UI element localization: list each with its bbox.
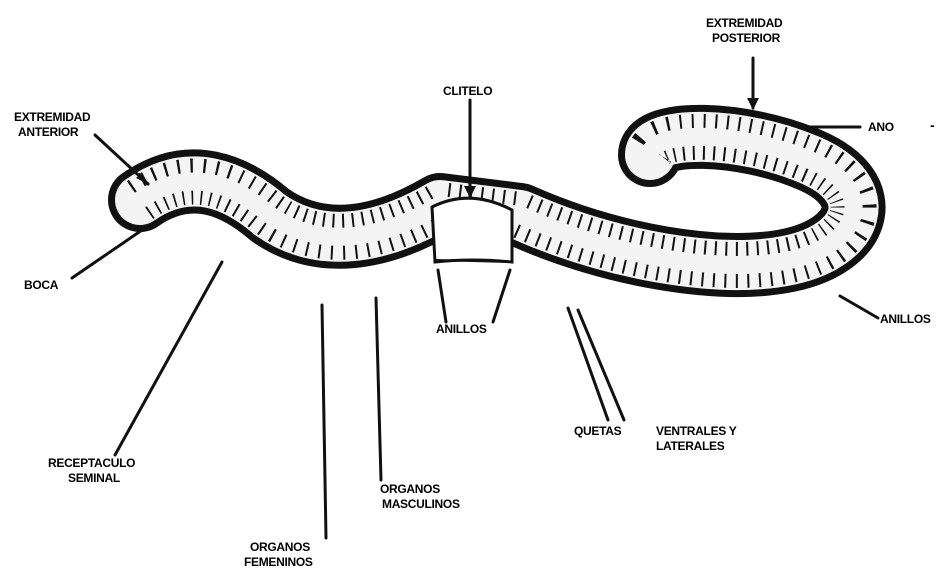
label-ventrales-line2: LATERALES	[656, 439, 737, 454]
label-extremidad-posterior-line1: EXTREMIDAD	[706, 16, 782, 31]
label-organos-femeninos: ORGANOS FEMENINOS	[244, 540, 313, 570]
leader-femeninos	[322, 305, 326, 538]
label-clitelo: CLITELO	[443, 84, 492, 99]
label-receptaculo-line2: SEMINAL	[48, 471, 135, 486]
label-ano: ANO	[868, 120, 894, 135]
label-extremidad-posterior-line2: POSTERIOR	[706, 31, 782, 46]
label-extremidad-posterior: EXTREMIDAD POSTERIOR	[706, 16, 782, 46]
label-masculinos-line2: MASCULINOS	[380, 497, 460, 512]
label-receptaculo-seminal: RECEPTACULO SEMINAL	[48, 456, 135, 486]
label-ventrales-line1: VENTRALES Y	[656, 424, 737, 439]
label-quetas: QUETAS	[574, 424, 621, 439]
label-organos-masculinos: ORGANOS MASCULINOS	[380, 482, 460, 512]
stray-mark: -	[930, 117, 935, 133]
clitellum	[432, 198, 512, 262]
leader-masculinos	[376, 298, 381, 480]
label-ventrales-laterales: VENTRALES Y LATERALES	[656, 424, 737, 454]
leader-anillos-right	[840, 296, 878, 318]
label-anillos-right: ANILLOS	[880, 312, 931, 327]
label-femeninos-line2: FEMENINOS	[244, 555, 313, 570]
label-extremidad-anterior-line2: ANTERIOR	[14, 125, 90, 140]
leader-boca	[72, 228, 145, 278]
label-extremidad-anterior-line1: EXTREMIDAD	[14, 110, 90, 125]
label-boca: BOCA	[24, 278, 58, 293]
label-extremidad-anterior: EXTREMIDAD ANTERIOR	[14, 110, 90, 140]
label-masculinos-line1: ORGANOS	[380, 482, 460, 497]
leader-receptaculo	[115, 262, 222, 455]
label-receptaculo-line1: RECEPTACULO	[48, 456, 135, 471]
label-anillos-center: ANILLOS	[436, 322, 487, 337]
leader-anillos-center-b	[493, 270, 510, 322]
label-femeninos-line1: ORGANOS	[244, 540, 313, 555]
leader-anillos-center-a	[438, 270, 446, 322]
